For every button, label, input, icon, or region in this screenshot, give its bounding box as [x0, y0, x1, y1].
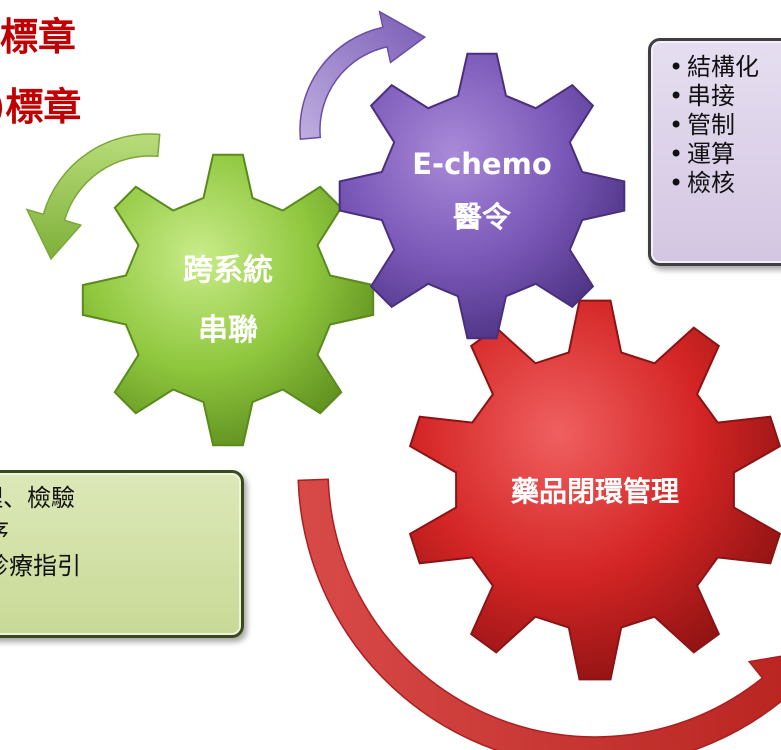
purple-cycle-arrow: [299, 10, 427, 141]
purple-feature-item: 結構化: [669, 53, 781, 82]
green-feature-item: 診療指引: [0, 552, 81, 580]
purple-feature-box: 結構化 串接 管制 運算 檢核: [648, 38, 781, 266]
green-feature-list: 理、檢驗 序 診療指引: [0, 473, 241, 583]
gear-drug-closed-loop-label: 藥品閉環管理: [510, 475, 679, 508]
gear-cross-system-label-line2: 串聯: [198, 313, 258, 348]
purple-feature-item: 串接: [669, 82, 781, 111]
gear-e-chemo-order: E-chemo 醫令: [338, 52, 626, 340]
purple-feature-list: 結構化 串接 管制 運算 檢核: [651, 41, 781, 198]
green-feature-item: 理、檢驗: [0, 484, 75, 512]
gear-cross-system-integration: 跨系統 串聯: [81, 153, 375, 447]
purple-feature-item: 管制: [669, 111, 781, 140]
purple-feature-item: 運算: [669, 140, 781, 169]
purple-feature-item: 檢核: [669, 169, 781, 198]
gear-drug-closed-loop: 藥品閉環管理: [408, 299, 781, 681]
slide-title-line2: )標章: [0, 85, 82, 129]
gear-e-chemo-label-line1: E-chemo: [412, 147, 552, 181]
green-feature-box: 理、檢驗 序 診療指引: [0, 470, 244, 638]
gear-cross-system-label-line1: 跨系統: [183, 253, 273, 288]
green-cycle-arrow: [25, 133, 161, 261]
gear-e-chemo-label-line2: 醫令: [453, 200, 512, 234]
slide-title-line1: 標章: [0, 15, 77, 59]
red-cycle-arrow: [297, 478, 781, 750]
green-feature-item: 序: [0, 515, 241, 549]
